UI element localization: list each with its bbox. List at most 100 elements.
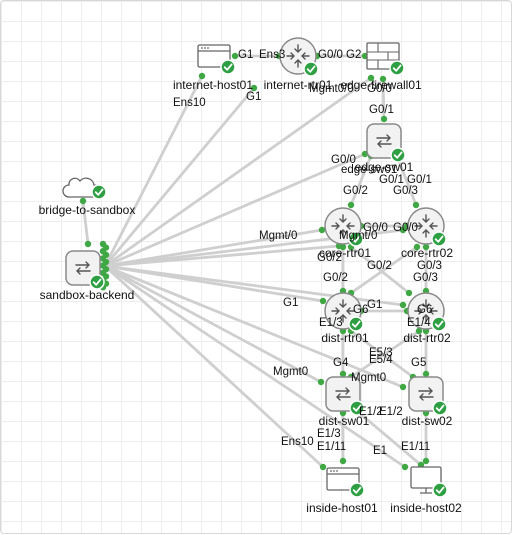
link-backend-edge-sw01[interactable]	[103, 152, 367, 268]
node-edge-firewall01[interactable]: edge-firewall01	[340, 42, 422, 92]
node-bridge-to-sandbox[interactable]: bridge-to-sandbox	[39, 177, 136, 217]
port-dot	[413, 243, 421, 251]
link-backend-inside-host01[interactable]	[103, 264, 325, 469]
node-dist-sw02[interactable]: dist-sw02	[402, 376, 453, 428]
port-label: G4	[333, 357, 349, 369]
node-dist-rtr02[interactable]: dist-rtr02	[403, 292, 451, 345]
link-mesh-18[interactable]	[81, 199, 90, 246]
port-label: G0/2	[317, 252, 342, 264]
port-label: E5/4	[369, 354, 393, 366]
port-label: G1	[367, 299, 382, 311]
status-ok-icon	[431, 316, 447, 332]
switch-icon	[325, 376, 361, 412]
port-dot	[231, 52, 239, 60]
port-dot	[79, 197, 87, 205]
node-internet-rtr01[interactable]: internet-rtr01	[264, 37, 333, 92]
node-label: edge-firewall01	[340, 78, 422, 92]
port-label: G6	[353, 304, 368, 316]
port-label: Ens10	[173, 97, 206, 109]
link-mesh-4[interactable]	[395, 154, 418, 207]
node-dist-rtr01[interactable]: dist-rtr01	[321, 292, 369, 345]
port-dot	[415, 327, 423, 335]
link-mesh-7[interactable]	[349, 245, 419, 295]
node-label: dist-rtr02	[403, 331, 451, 345]
link-backend-core-rtr01[interactable]	[103, 244, 341, 268]
status-ok-icon	[220, 59, 236, 75]
node-core-rtr01[interactable]: core-rtr01	[319, 207, 371, 260]
node-internet-host01[interactable]: internet-host01	[173, 44, 253, 92]
node-core-rtr02[interactable]: core-rtr02	[401, 207, 453, 260]
port-label: G0/2	[367, 260, 392, 272]
port-label: G0/0	[318, 49, 343, 61]
port-dot	[318, 226, 326, 234]
port-label: E1/2	[359, 406, 383, 418]
status-ok-icon	[389, 60, 405, 76]
port-label: G0/0	[331, 154, 356, 166]
node-label: dist-sw01	[319, 414, 370, 428]
port-label: E5/3	[369, 347, 393, 359]
link-backend-dist-sw01[interactable]	[103, 264, 323, 384]
port-dot	[319, 463, 327, 471]
link-mesh-11[interactable]	[349, 329, 415, 379]
link-backend-edge-firewall01[interactable]	[103, 76, 373, 268]
link-backend-internet-rtr01[interactable]	[103, 86, 256, 268]
port-label: E1/3	[317, 428, 341, 440]
port-label: G5	[411, 357, 426, 369]
port-label: E1/4	[407, 317, 431, 329]
port-label: G0/3	[413, 272, 438, 284]
link-backend-dist-sw02[interactable]	[103, 264, 405, 389]
node-label: dist-rtr01	[321, 331, 369, 345]
port-dot	[401, 463, 409, 471]
node-label: bridge-to-sandbox	[39, 203, 136, 217]
port-dot	[319, 297, 327, 305]
port-dot	[198, 72, 206, 80]
link-mesh-6[interactable]	[349, 245, 411, 295]
link-mesh-2[interactable]	[381, 77, 386, 121]
link-backend-internet-host01[interactable]	[103, 74, 204, 268]
port-dot	[399, 301, 407, 309]
port-dot	[399, 226, 407, 234]
node-label: core-rtr01	[319, 246, 371, 260]
node-inside-host01[interactable]: inside-host01	[306, 467, 378, 515]
port-label: G6	[417, 304, 432, 316]
port-label: G0/2	[343, 185, 368, 197]
link-mesh-15[interactable]	[355, 409, 423, 467]
port-dot	[317, 378, 325, 386]
port-dot	[422, 370, 430, 378]
port-label: G0/0	[367, 83, 392, 95]
node-sandbox-backend[interactable]: sandbox-backend	[40, 250, 135, 302]
port-label: G0/1	[369, 104, 394, 116]
firewall-icon	[366, 42, 400, 70]
link-mesh-3[interactable]	[349, 154, 373, 207]
node-inside-host02[interactable]: inside-host02	[390, 466, 462, 515]
node-label: edge-sw01	[355, 160, 414, 174]
node-label: inside-host01	[306, 501, 378, 515]
status-ok-icon	[91, 184, 107, 200]
port-dot	[422, 243, 430, 251]
link-mesh-12[interactable]	[349, 329, 421, 379]
port-label: Mgmt0	[351, 372, 386, 384]
status-ok-icon	[390, 147, 406, 163]
desktop-icon	[410, 466, 442, 494]
port-label: G0/0	[363, 222, 388, 234]
server-icon	[326, 467, 360, 491]
port-dot	[422, 457, 430, 465]
port-label: G2	[346, 49, 361, 61]
switch-icon	[408, 376, 444, 412]
port-label: G1	[238, 49, 253, 61]
port-label: Mgmt0/0	[309, 83, 354, 95]
port-dot	[412, 201, 420, 209]
node-edge-sw01[interactable]: edge-sw01	[355, 123, 414, 174]
link-backend-core-rtr01[interactable]	[103, 228, 324, 268]
port-label: Ens10	[281, 436, 314, 448]
node-label: internet-rtr01	[264, 78, 333, 92]
port-label: edge-sw01	[341, 164, 397, 176]
link-backend-inside-host02[interactable]	[103, 264, 407, 469]
status-ok-icon	[349, 482, 365, 498]
port-dot	[380, 115, 388, 123]
node-dist-sw01[interactable]: dist-sw01	[319, 376, 370, 428]
port-dot	[250, 84, 258, 92]
port-dot	[84, 240, 92, 248]
